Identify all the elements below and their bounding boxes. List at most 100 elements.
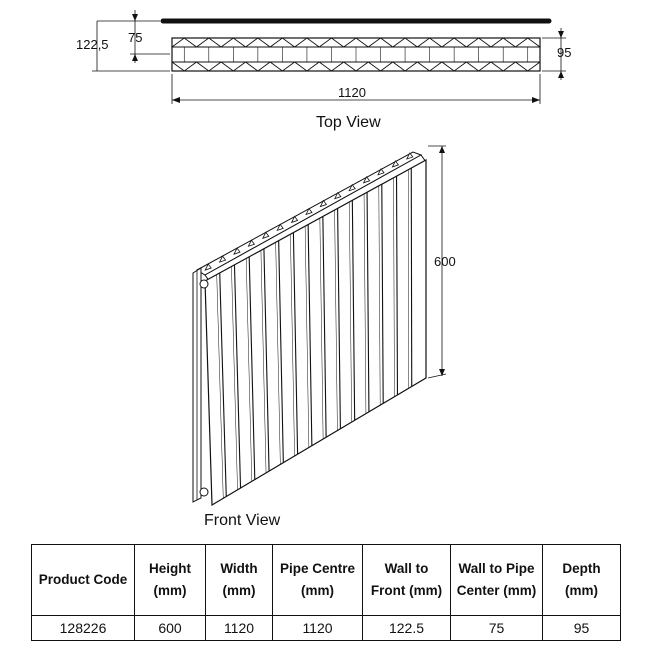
fin-bottom <box>294 61 320 72</box>
fin-top <box>269 37 295 48</box>
fin-top <box>417 37 443 48</box>
radiator-columns <box>216 168 413 499</box>
fin-bottom <box>196 61 222 72</box>
table-row: 128226 600 1120 1120 122.5 75 95 <box>31 615 621 641</box>
front-view: 600 Front View <box>192 145 456 529</box>
cell-product-code: 128226 <box>31 615 135 641</box>
top-fin-tooth <box>391 160 400 168</box>
top-fin-tooth <box>348 183 356 192</box>
column-divider <box>307 224 313 446</box>
spec-header-row: Product Code Height (mm) Width (mm) Pipe… <box>31 544 621 616</box>
top-fin-tooth <box>276 223 284 232</box>
column-shade <box>363 194 367 414</box>
fin-top <box>245 37 271 48</box>
header-depth: Depth (mm) <box>542 544 621 616</box>
radiator-top-fins <box>204 152 414 271</box>
column-shade <box>304 226 310 448</box>
column-divider <box>263 248 270 472</box>
dim-width: 1120 <box>338 85 366 100</box>
column-shade <box>260 250 267 474</box>
spec-table: Product Code Height (mm) Width (mm) Pipe… <box>31 544 621 641</box>
dim-height: 600 <box>434 254 456 269</box>
fin-top <box>515 37 541 48</box>
column-shade <box>290 234 295 457</box>
column-divider <box>248 256 256 480</box>
fin-bottom <box>417 61 443 72</box>
cell-width: 1120 <box>205 615 273 641</box>
cell-wall-to-front: 122.5 <box>362 615 451 641</box>
fin-top <box>466 37 492 48</box>
fin-bottom <box>171 61 197 72</box>
column-shade <box>393 178 395 397</box>
radiator-fins <box>171 37 541 72</box>
column-shade <box>319 218 324 440</box>
column-shade <box>245 258 253 482</box>
fin-top <box>392 37 418 48</box>
cell-pipe-centre: 1120 <box>272 615 363 641</box>
top-view-caption: Top View <box>316 114 381 131</box>
column-divider <box>278 240 284 463</box>
column-divider <box>337 208 341 429</box>
fin-bottom <box>245 61 271 72</box>
fin-bottom <box>515 61 541 72</box>
column-shade <box>231 266 238 491</box>
fin-top <box>220 37 246 48</box>
column-shade <box>216 274 224 499</box>
top-fin-tooth <box>218 255 227 263</box>
fin-bottom <box>318 61 344 72</box>
column-divider <box>233 264 242 489</box>
fin-top <box>368 37 394 48</box>
top-fin-tooth <box>334 191 342 200</box>
dim-depth: 95 <box>557 45 571 60</box>
cell-height: 600 <box>134 615 206 641</box>
fin-bottom <box>490 61 516 72</box>
column-shade <box>349 202 352 423</box>
fin-bottom <box>368 61 394 72</box>
front-view-caption: Front View <box>204 512 281 529</box>
top-fin-tooth <box>233 247 241 255</box>
fin-top <box>441 37 467 48</box>
top-view: 122,5 75 95 1120 Top View <box>76 10 571 131</box>
cell-depth: 95 <box>542 615 621 641</box>
top-fin-tooth <box>406 152 414 160</box>
fin-bottom <box>441 61 467 72</box>
fin-top <box>343 37 369 48</box>
column-divider <box>366 192 370 412</box>
top-fin-tooth <box>262 231 270 239</box>
top-fin-tooth <box>247 239 256 247</box>
column-divider <box>381 184 384 404</box>
fin-top <box>490 37 516 48</box>
fin-top <box>294 37 320 48</box>
technical-drawing: 122,5 75 95 1120 Top View <box>76 10 571 529</box>
top-fin-tooth <box>319 199 328 208</box>
fin-top <box>318 37 344 48</box>
column-divider <box>219 272 227 497</box>
dim-wall-to-front: 122,5 <box>76 37 109 52</box>
column-shade <box>334 210 338 431</box>
column-divider <box>292 232 299 455</box>
fin-bottom <box>392 61 418 72</box>
top-fin-tooth <box>204 263 212 271</box>
header-wall-to-pipe-center: Wall to Pipe Center (mm) <box>450 544 543 616</box>
column-shade <box>378 186 381 406</box>
column-divider <box>351 200 356 421</box>
header-width: Width (mm) <box>205 544 273 616</box>
fin-bottom <box>466 61 492 72</box>
header-height: Height (mm) <box>134 544 206 616</box>
column-divider <box>322 216 327 438</box>
header-pipe-centre: Pipe Centre (mm) <box>272 544 363 616</box>
fin-top <box>196 37 222 48</box>
fin-bottom <box>269 61 295 72</box>
top-fin-tooth <box>377 168 385 176</box>
fin-bottom <box>220 61 246 72</box>
top-pipe-connector <box>199 279 209 289</box>
fin-top <box>171 37 197 48</box>
fin-bottom <box>343 61 369 72</box>
column-divider <box>395 176 399 395</box>
bottom-pipe-connector <box>199 487 209 497</box>
header-wall-to-front: Wall to Front (mm) <box>362 544 451 616</box>
cell-wall-to-pipe-center: 75 <box>450 615 543 641</box>
top-fin-tooth <box>305 207 313 216</box>
dim-wall-to-pipe: 75 <box>128 30 142 45</box>
header-product-code: Product Code <box>31 544 135 616</box>
